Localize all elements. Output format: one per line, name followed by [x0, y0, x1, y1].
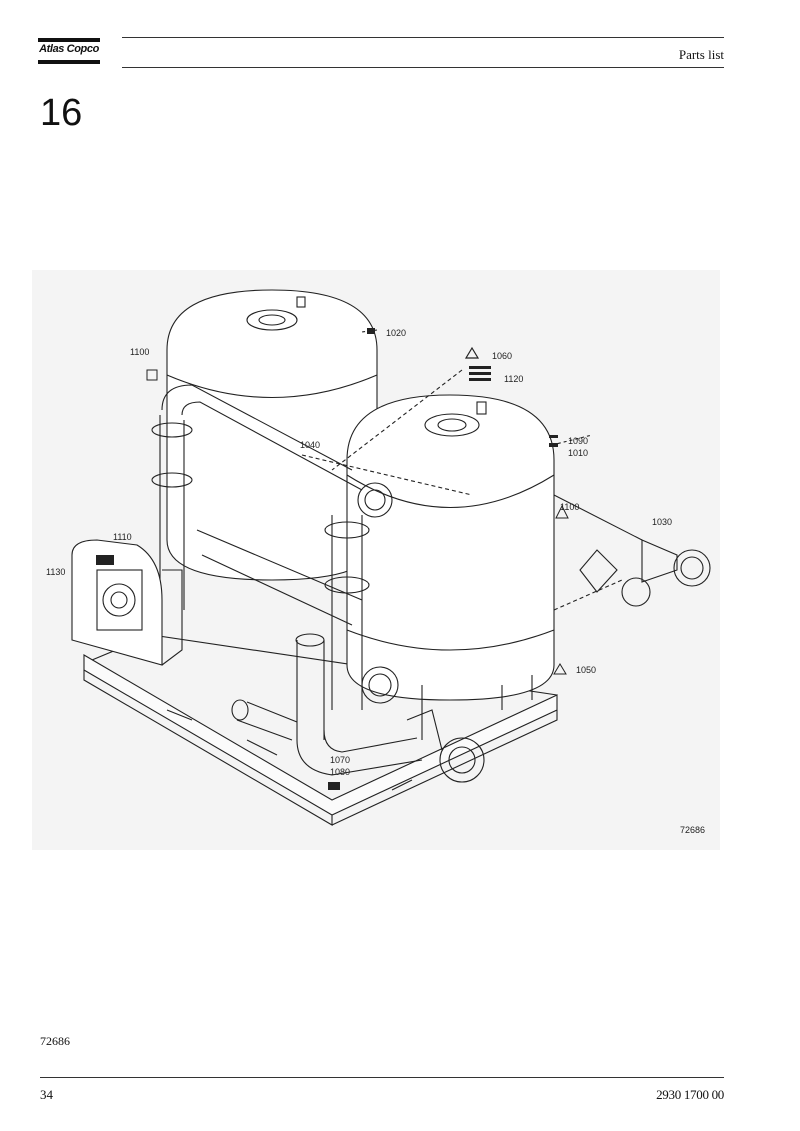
page-number: 34	[40, 1087, 53, 1102]
parts-drawing-svg: 1020 1100 1060 1120 1040 1090 1010 1100 …	[46, 289, 711, 835]
callout-1100-right: 1100	[560, 502, 579, 512]
logo-bar-top	[38, 38, 100, 42]
logo-text: Atlas Copco	[39, 43, 99, 55]
atlas-copco-logo: Atlas Copco	[38, 38, 100, 68]
header-rule-top	[122, 37, 724, 38]
callout-1040: 1040	[300, 440, 320, 450]
callout-1030: 1030	[652, 517, 672, 527]
callout-1020: 1020	[386, 328, 406, 338]
footer-rule	[40, 1077, 724, 1078]
parts-drawing: 1020 1100 1060 1120 1040 1090 1010 1100 …	[32, 270, 720, 850]
figure-id: 72686	[680, 825, 705, 835]
logo-bar-bottom	[38, 60, 100, 64]
callout-1010: 1010	[568, 448, 588, 458]
callout-1070: 1070	[330, 755, 350, 765]
callout-1100-left: 1100	[130, 347, 149, 357]
callout-1130: 1130	[46, 567, 65, 577]
figure-reference: 72686	[40, 1034, 70, 1048]
header-title: Parts list	[678, 47, 724, 62]
callout-1120: 1120	[504, 374, 523, 384]
header-rule-bottom	[122, 67, 724, 68]
callout-1090: 1090	[568, 436, 588, 446]
section-number: 16	[40, 92, 83, 134]
callout-1050: 1050	[576, 665, 596, 675]
document-number: 2930 1700 00	[656, 1087, 724, 1102]
callout-1060: 1060	[492, 351, 512, 361]
callout-1110: 1110	[113, 532, 132, 542]
callout-1080: 1080	[330, 767, 350, 777]
